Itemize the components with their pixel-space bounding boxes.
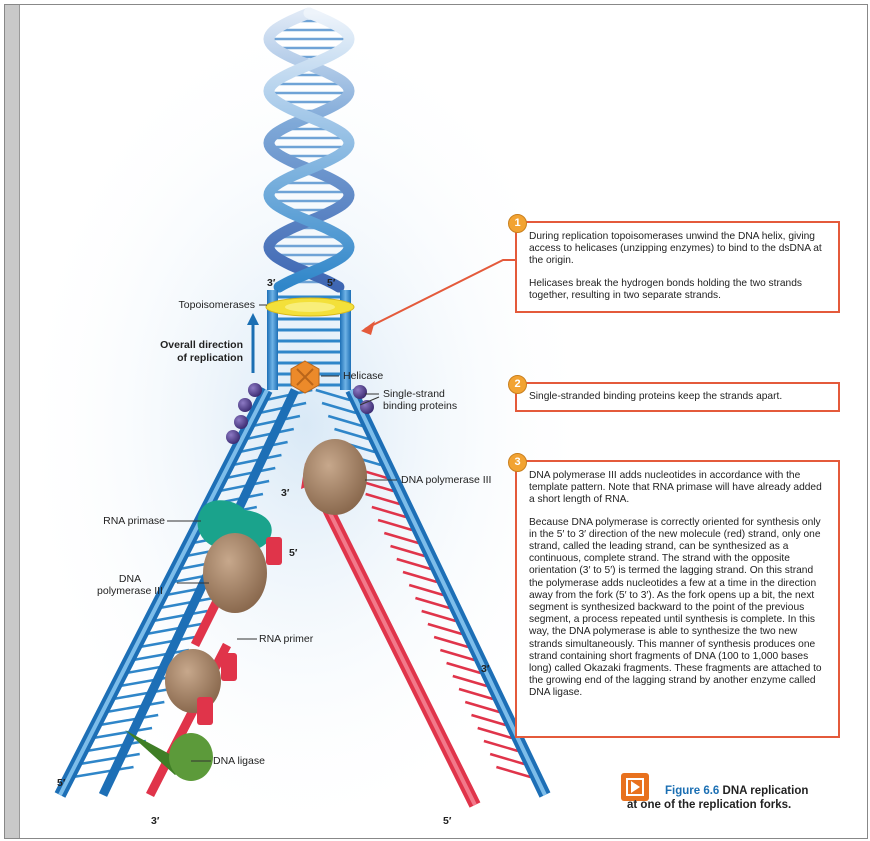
label-helicase: Helicase [343, 370, 383, 382]
label-dna-ligase: DNA ligase [213, 755, 265, 767]
prime-bottom-right-5: 5′ [443, 815, 451, 827]
play-icon[interactable] [621, 773, 649, 801]
prime-top-right: 5′ [327, 277, 335, 289]
callout-1-number-badge: 1 [508, 214, 527, 233]
label-rna-primase: RNA primase [65, 515, 165, 527]
label-dna-polymerase-iii-left: DNA polymerase III [85, 573, 175, 597]
prime-top-left: 3′ [267, 277, 275, 289]
callout-3-paragraph-2: Because DNA polymerase is correctly orie… [529, 517, 828, 700]
caption-title-line-1: DNA replication [723, 785, 809, 797]
prime-primase-5: 5′ [289, 547, 297, 559]
figure-frame: Topoisomerases Helicase Single-strand bi… [4, 4, 868, 839]
label-dna-polymerase-iii-right: DNA polymerase III [401, 474, 491, 486]
dna-polymerase-iii-leading [303, 439, 367, 515]
callout-2: Single-stranded binding proteins keep th… [515, 382, 840, 412]
callout-2-number-badge: 2 [508, 375, 527, 394]
label-overall-direction: Overall direction of replication [123, 339, 243, 365]
caption-line-1: Figure 6.6 DNA replication [665, 785, 808, 797]
left-rung [73, 767, 133, 777]
label-single-strand-binding-proteins: Single-strand binding proteins [383, 388, 457, 412]
callout-1: During replication topoisomerases unwind… [515, 221, 840, 313]
label-topoisomerases: Topoisomerases [145, 299, 255, 311]
callout-1-paragraph-2: Helicases break the hydrogen bonds holdi… [529, 278, 828, 302]
right-rung [496, 767, 530, 777]
prime-bottom-left-3: 3′ [151, 815, 159, 827]
figure-number: Figure 6.6 [665, 785, 719, 797]
right-rung [490, 754, 524, 764]
callout-2-paragraph-1: Single-stranded binding proteins keep th… [529, 391, 828, 403]
callout-3: DNA polymerase III adds nucleotides in a… [515, 460, 840, 738]
prime-right-arm-3: 3′ [481, 663, 489, 675]
callout-3-number-badge: 3 [508, 453, 527, 472]
callout-1-paragraph-1: During replication topoisomerases unwind… [529, 231, 828, 268]
label-rna-primer: RNA primer [259, 633, 313, 645]
caption-title-line-2: at one of the replication forks. [627, 799, 791, 811]
callout-3-paragraph-1: DNA polymerase III adds nucleotides in a… [529, 470, 828, 507]
prime-mid-left: 3′ [281, 487, 289, 499]
topoisomerase-highlight [285, 302, 335, 312]
prime-bottom-left-5: 5′ [57, 777, 65, 789]
